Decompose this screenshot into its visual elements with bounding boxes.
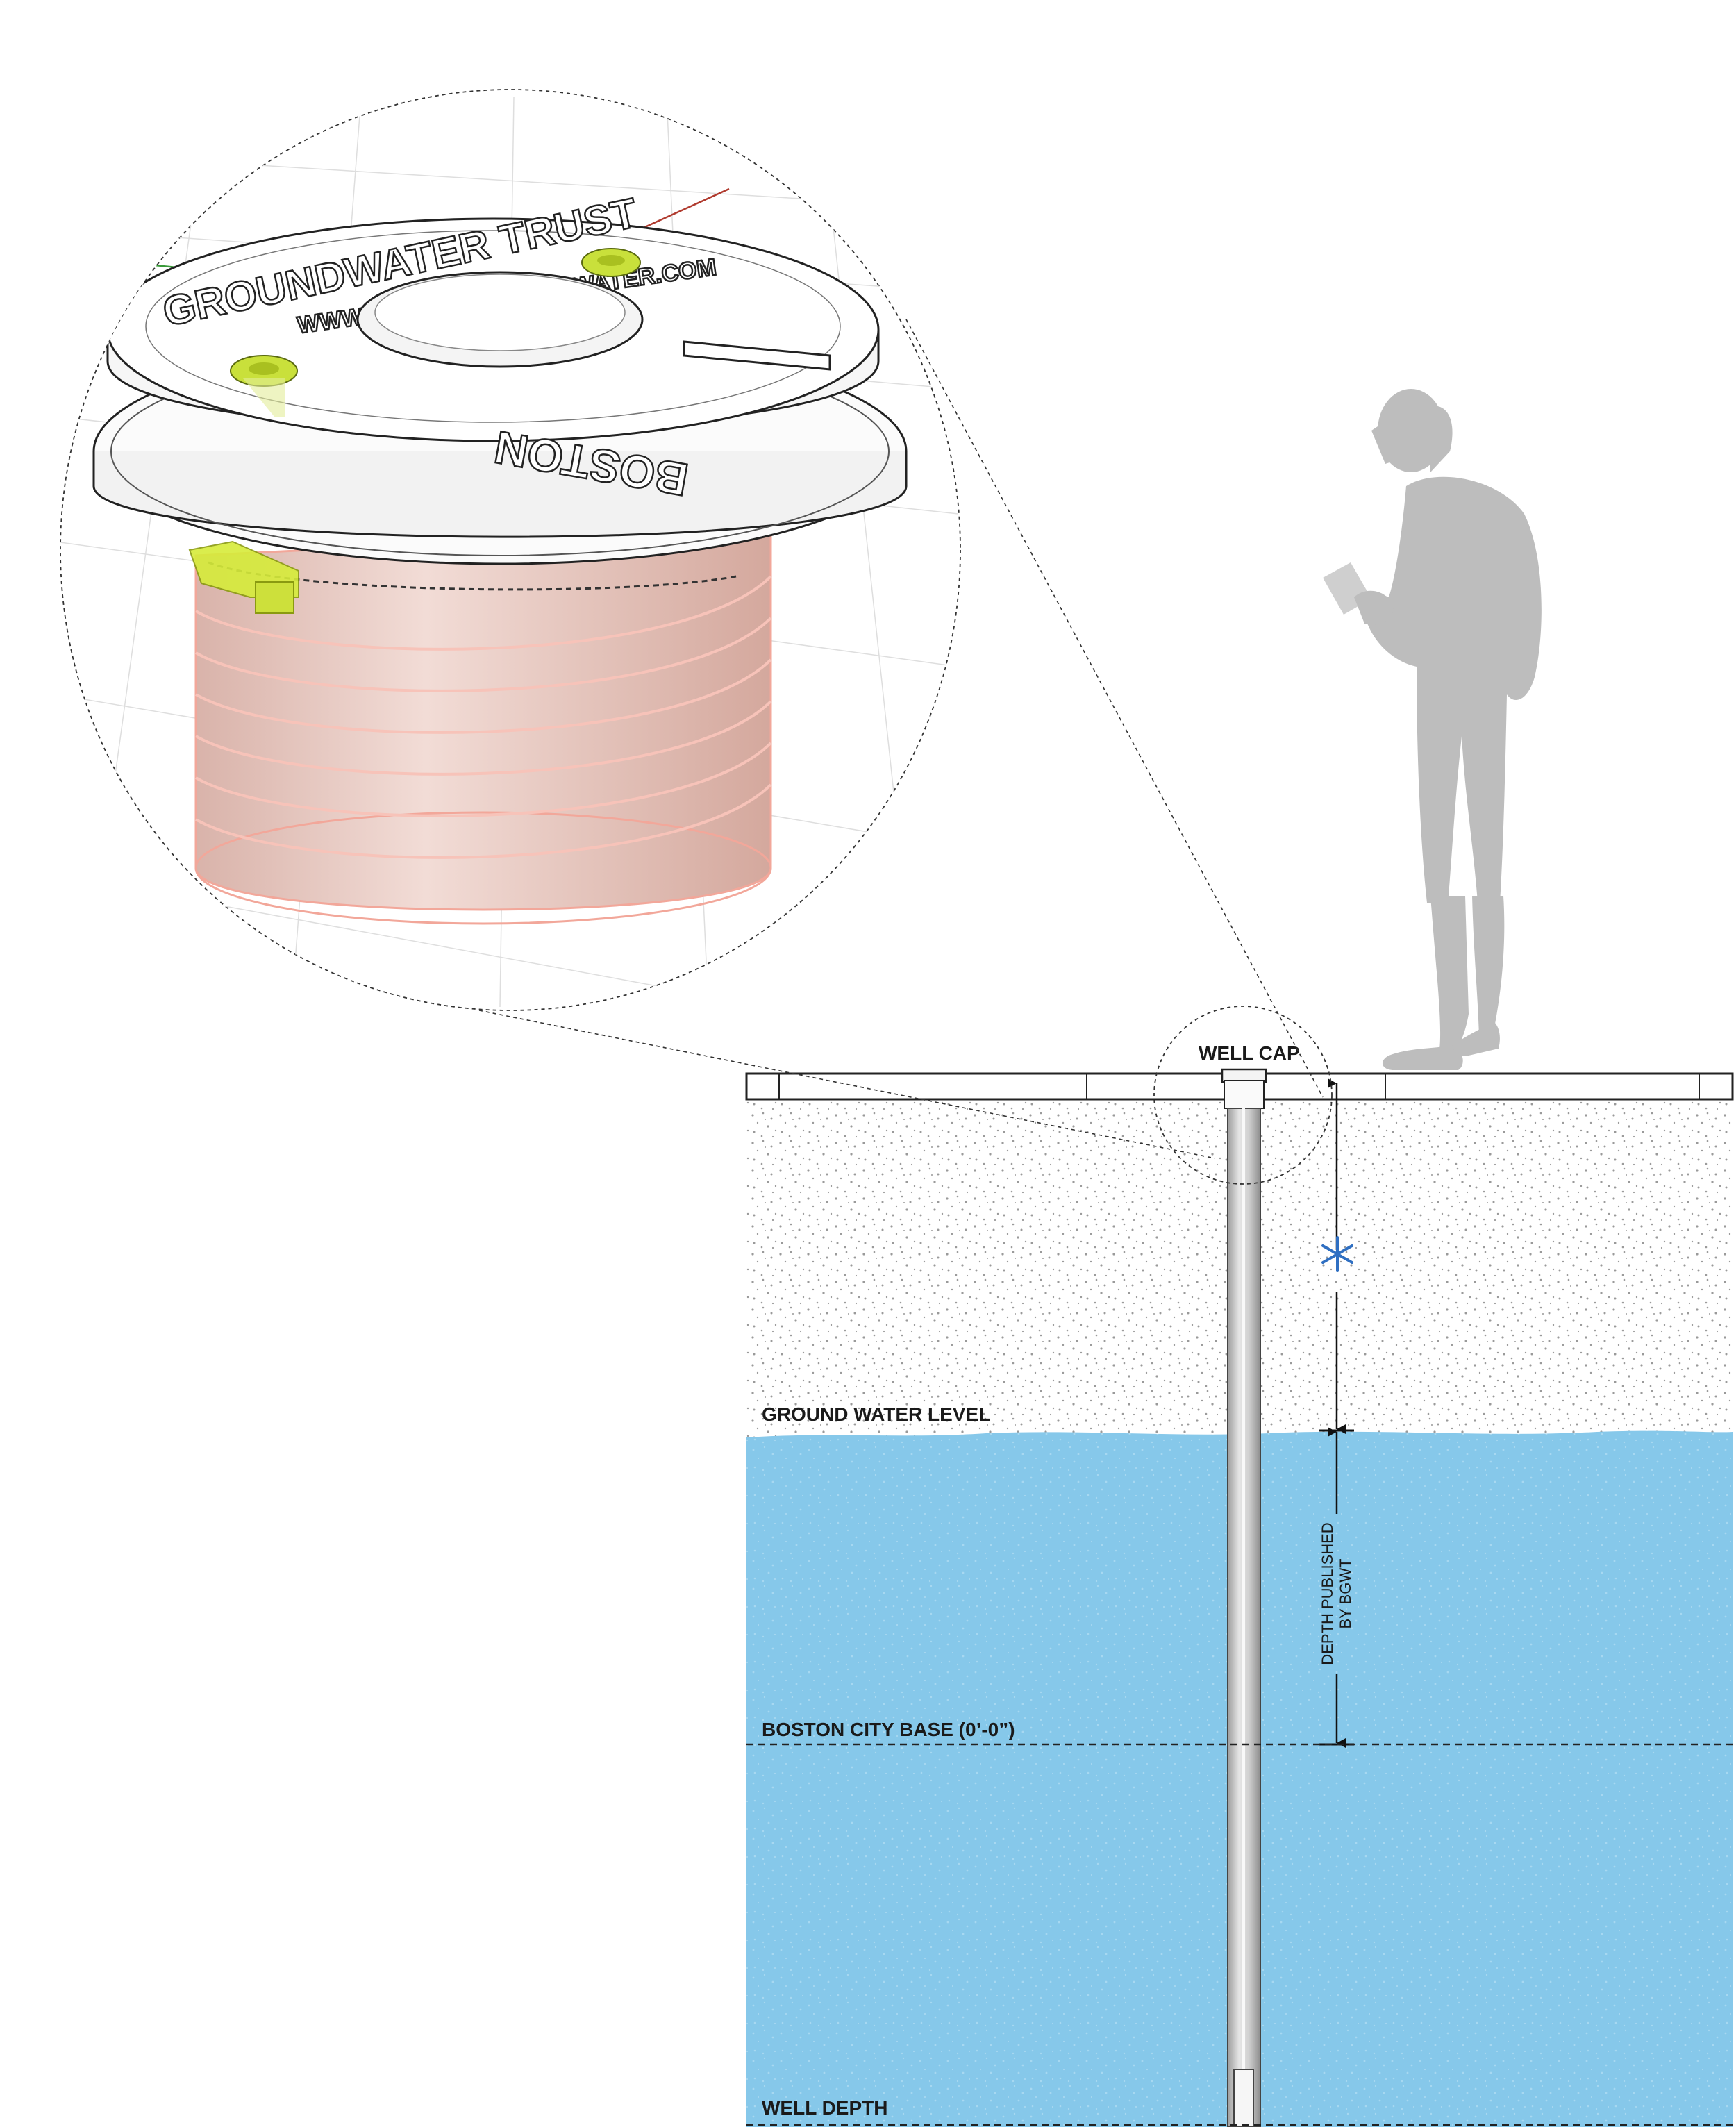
- well-cap-label: WELL CAP: [1199, 1042, 1300, 1064]
- well-cap-3d-model: GROUNDWATER TRUST BOSTON WWW.BOSTONGROUN…: [60, 97, 959, 1010]
- asterisk-icon: [1321, 1236, 1353, 1272]
- depth-published-label-line2: BY BGWT: [1337, 1558, 1354, 1628]
- bolt-icon: [581, 248, 641, 277]
- ground-water-level-label: GROUND WATER LEVEL: [762, 1403, 990, 1425]
- well-pipe: [1221, 1068, 1267, 2127]
- person-silhouette: [1323, 389, 1542, 1070]
- well-cap-detail-circle: [1153, 1006, 1333, 1185]
- depth-published-label-line1: DEPTH PUBLISHED: [1319, 1522, 1336, 1665]
- well-depth-label: WELL DEPTH: [762, 2097, 887, 2119]
- boston-city-base-label: BOSTON CITY BASE (0’-0”): [762, 1719, 1015, 1740]
- detail-callout-leaders: [478, 319, 1324, 1159]
- latch-clip: [188, 540, 299, 614]
- bolt-icon: [230, 355, 298, 417]
